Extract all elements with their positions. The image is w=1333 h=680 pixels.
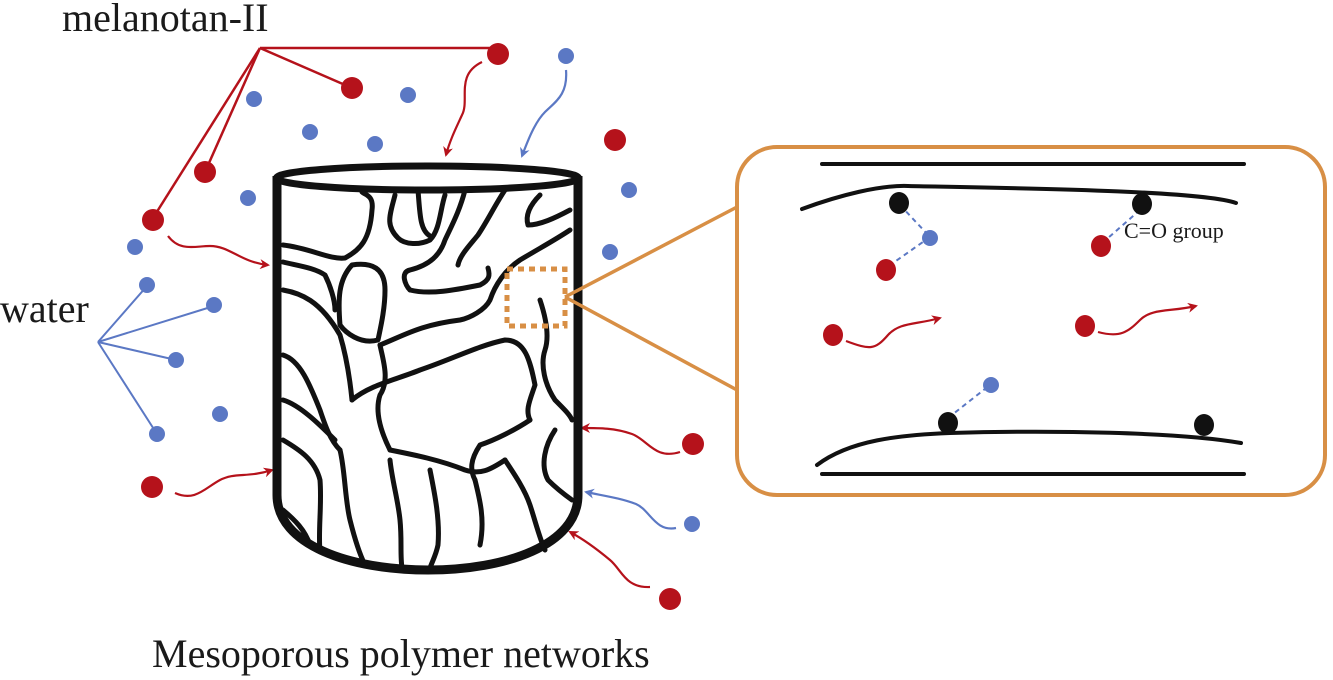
water-molecule	[240, 190, 256, 206]
water-molecule	[212, 406, 228, 422]
inset-diffusion-arrows	[845, 302, 1198, 349]
hydrogen-bonds	[885, 204, 1141, 419]
cylinder-rim	[273, 162, 582, 194]
melanotan-molecule	[141, 476, 163, 498]
melanotan-molecule	[659, 588, 681, 610]
water-molecule	[367, 136, 383, 152]
melanotan-molecule	[1091, 235, 1111, 257]
melanotan-molecule	[1075, 315, 1095, 337]
pore-network	[280, 187, 575, 571]
carbonyl-groups	[889, 192, 1214, 436]
water-molecule	[621, 182, 637, 198]
water-molecules	[127, 48, 700, 532]
inset-water-molecules	[922, 230, 999, 393]
water-molecule	[139, 277, 155, 293]
melanotan-molecule	[682, 433, 704, 455]
carbonyl-group-label: C=O group	[1124, 218, 1224, 243]
water-molecule	[149, 426, 165, 442]
mesoporous-network-caption: Mesoporous polymer networks	[152, 631, 650, 676]
melanotan-molecule	[487, 43, 509, 65]
melanotan-molecule	[876, 259, 896, 281]
water-leader-lines	[97, 285, 215, 435]
carbonyl-group-icon	[1132, 193, 1152, 215]
water-label: water	[0, 286, 89, 331]
zoom-connector	[564, 205, 738, 392]
mesoporous-polymer-cylinder	[272, 162, 583, 575]
diffusion-arrows	[167, 61, 681, 589]
melanotan-label: melanotan-II	[62, 0, 269, 40]
water-arrow	[584, 488, 677, 530]
melanotan-arrow	[568, 531, 651, 589]
water-molecule	[558, 48, 574, 64]
melanotan-molecules	[141, 43, 704, 610]
water-molecule	[983, 377, 999, 393]
water-molecule	[302, 124, 318, 140]
zoom-region-marker	[504, 266, 568, 329]
melanotan-arrow	[580, 423, 681, 455]
water-arrow	[520, 69, 568, 158]
water-molecule	[168, 352, 184, 368]
melanotan-molecule	[604, 129, 626, 151]
melanotan-molecule	[341, 77, 363, 99]
water-molecule	[922, 230, 938, 246]
water-molecule	[206, 297, 222, 313]
pore-magnified-inset	[735, 145, 1327, 497]
water-molecule	[246, 91, 262, 107]
water-molecule	[400, 87, 416, 103]
inset-frame	[735, 145, 1327, 497]
water-molecule	[684, 516, 700, 532]
carbonyl-group-icon	[1194, 414, 1214, 436]
pore-walls	[800, 162, 1246, 476]
water-molecule	[602, 244, 618, 260]
inset-melanotan-molecules	[823, 235, 1111, 346]
melanotan-molecule	[142, 209, 164, 231]
water-molecule	[127, 239, 143, 255]
melanotan-arrow	[174, 467, 274, 497]
melanotan-leader-lines	[151, 46, 500, 219]
carbonyl-group-icon	[938, 412, 958, 434]
melanotan-molecule	[194, 161, 216, 183]
melanotan-arrow	[443, 61, 483, 157]
melanotan-arrow	[167, 235, 270, 270]
carbonyl-group-icon	[889, 192, 909, 214]
melanotan-molecule	[823, 324, 843, 346]
